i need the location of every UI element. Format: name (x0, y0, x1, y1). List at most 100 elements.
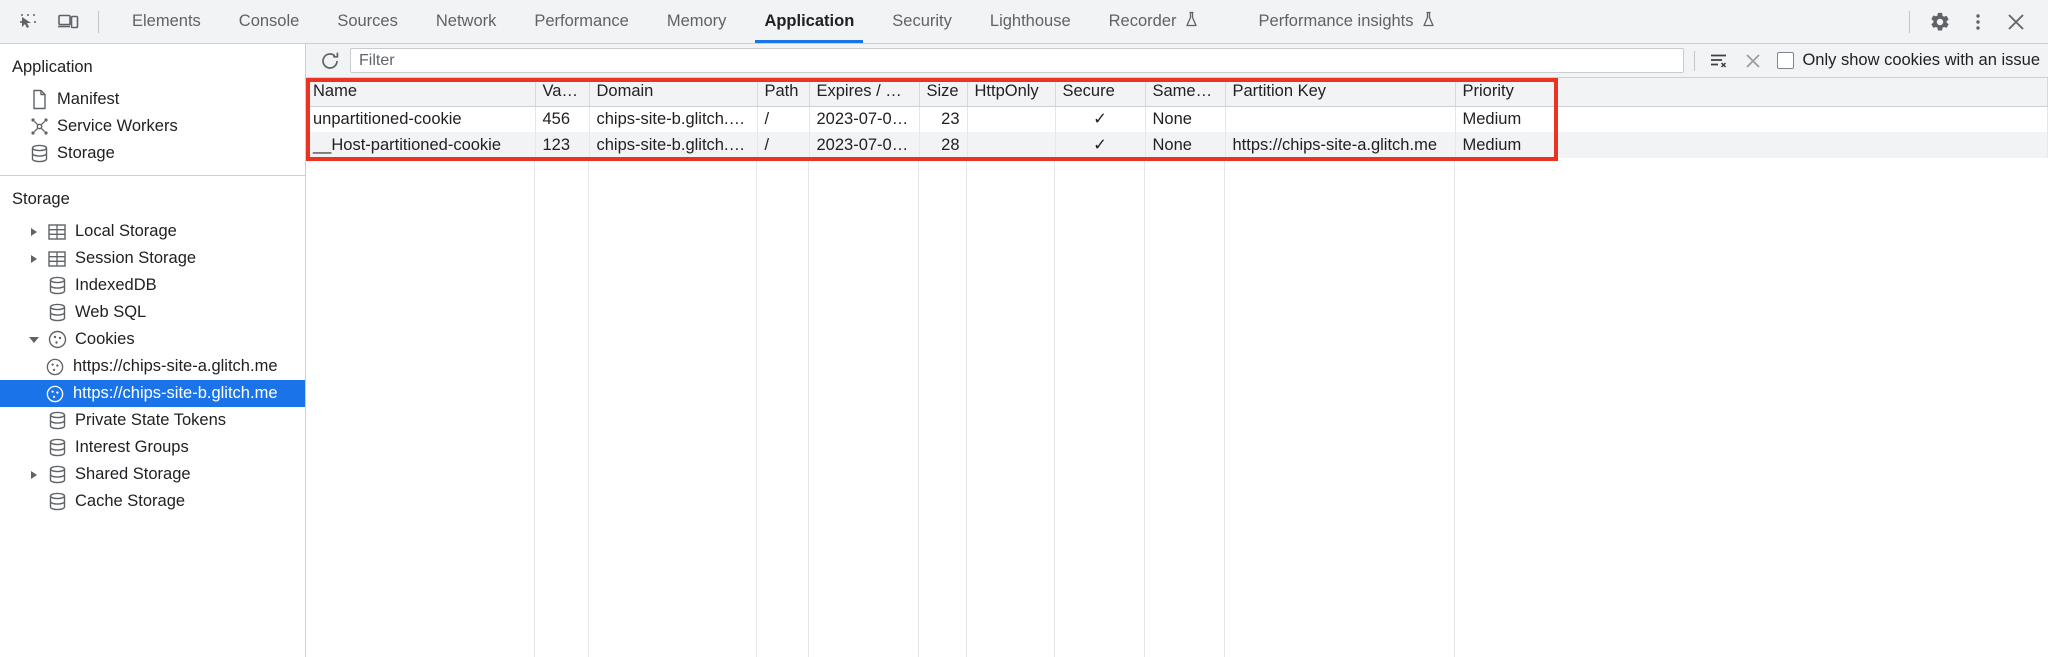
sidebar-item-cookies-chips-site-a[interactable]: https://chips-site-a.glitch.me (0, 353, 305, 380)
table-row[interactable]: unpartitioned-cookie 456 chips-site-b.gl… (306, 106, 2048, 132)
tab-performance-insights[interactable]: Performance insights (1240, 0, 1455, 43)
database-icon (26, 143, 52, 164)
only-show-issues-label: Only show cookies with an issue (1802, 51, 2040, 69)
filter-input[interactable] (350, 48, 1685, 73)
cookies-panel: Only show cookies with an issue Name Val… (306, 44, 2048, 657)
application-section: Application Manifest (0, 44, 305, 175)
column-header-expires[interactable]: Expires / M... (809, 78, 920, 107)
service-workers-icon (26, 116, 52, 137)
tab-label: Recorder (1108, 12, 1177, 30)
kebab-menu-icon[interactable] (1960, 5, 1996, 39)
column-header-partition-key[interactable]: Partition Key (1225, 78, 1456, 107)
table-empty-column (919, 158, 967, 657)
column-header-size[interactable]: Size (919, 78, 968, 107)
cookies-filter-toolbar: Only show cookies with an issue (306, 44, 2048, 78)
sidebar-item-label: Private State Tokens (75, 411, 227, 429)
sidebar-item-label: https://chips-site-b.glitch.me (73, 384, 278, 402)
application-sidebar: Application Manifest (0, 44, 306, 657)
chevron-right-icon[interactable] (26, 227, 42, 236)
sidebar-item-interest-groups[interactable]: Interest Groups (0, 434, 305, 461)
tab-label: Sources (337, 12, 398, 30)
sidebar-item-private-state-tokens[interactable]: Private State Tokens (0, 407, 305, 434)
table-empty-area (306, 158, 2048, 657)
table-empty-column (1225, 158, 1455, 657)
close-icon[interactable] (1998, 5, 2034, 39)
tab-security[interactable]: Security (873, 0, 971, 43)
cell-secure: ✓ (1055, 106, 1146, 132)
tab-lighthouse[interactable]: Lighthouse (971, 0, 1090, 43)
table-row[interactable]: __Host-partitioned-cookie 123 chips-site… (306, 132, 2048, 158)
column-header-path[interactable]: Path (757, 78, 810, 107)
clear-all-cookies-icon[interactable] (1739, 48, 1767, 74)
cookie-icon (42, 357, 68, 377)
column-header-secure[interactable]: Secure (1055, 78, 1146, 107)
sidebar-item-cache-storage[interactable]: Cache Storage (0, 488, 305, 515)
cell-value: 123 (535, 132, 590, 158)
column-header-samesite[interactable]: SameSite (1145, 78, 1226, 107)
column-header-domain[interactable]: Domain (589, 78, 758, 107)
device-toolbar-icon[interactable] (50, 5, 86, 39)
column-header-priority[interactable]: Priority (1455, 78, 2048, 107)
tab-label: Performance insights (1258, 12, 1414, 30)
cell-domain: chips-site-b.glitch.me (589, 132, 758, 158)
tab-application[interactable]: Application (745, 0, 873, 43)
only-show-issues-checkbox-group[interactable]: Only show cookies with an issue (1773, 51, 2040, 70)
sidebar-item-cookies-chips-site-b[interactable]: https://chips-site-b.glitch.me (0, 380, 305, 407)
sidebar-item-session-storage[interactable]: Session Storage (0, 245, 305, 272)
column-header-httponly[interactable]: HttpOnly (967, 78, 1056, 107)
sidebar-item-indexeddb[interactable]: IndexedDB (0, 272, 305, 299)
application-section-title: Application (12, 58, 93, 76)
refresh-icon[interactable] (316, 48, 344, 74)
tab-network[interactable]: Network (417, 0, 516, 43)
tab-console[interactable]: Console (220, 0, 319, 43)
tab-label: Security (892, 12, 952, 30)
tab-memory[interactable]: Memory (648, 0, 746, 43)
tab-label: Elements (132, 12, 201, 30)
inspect-element-icon[interactable] (10, 5, 46, 39)
tab-recorder[interactable]: Recorder (1090, 0, 1218, 43)
database-icon (44, 491, 70, 512)
chevron-down-icon[interactable] (26, 336, 42, 343)
devtools-body: Application Manifest (0, 44, 2048, 657)
clear-filtered-cookies-icon[interactable] (1705, 48, 1733, 74)
manifest-file-icon (26, 89, 52, 110)
chevron-right-icon[interactable] (26, 254, 42, 263)
sidebar-item-manifest[interactable]: Manifest (0, 86, 305, 113)
tab-label: Memory (666, 12, 727, 30)
sidebar-item-label: Session Storage (75, 249, 197, 267)
sidebar-item-label: Shared Storage (75, 465, 191, 483)
table-empty-column (757, 158, 809, 657)
tab-elements[interactable]: Elements (113, 0, 220, 43)
table-icon (44, 249, 70, 269)
cell-size: 23 (919, 106, 968, 132)
cell-value: 456 (535, 106, 590, 132)
table-empty-column (589, 158, 757, 657)
database-icon (44, 464, 70, 485)
chevron-right-icon[interactable] (26, 470, 42, 479)
column-header-name[interactable]: Name (306, 78, 536, 107)
column-header-value[interactable]: Value (535, 78, 590, 107)
sidebar-item-label: Cache Storage (75, 492, 186, 510)
only-show-issues-checkbox[interactable] (1777, 52, 1795, 69)
sidebar-item-local-storage[interactable]: Local Storage (0, 218, 305, 245)
sidebar-item-cookies[interactable]: Cookies (0, 326, 305, 353)
tab-label: Network (435, 12, 497, 30)
tab-performance[interactable]: Performance (515, 0, 647, 43)
sidebar-item-label: https://chips-site-a.glitch.me (73, 357, 278, 375)
table-empty-column (1145, 158, 1225, 657)
toolbar-right-controls (1905, 0, 2048, 43)
sidebar-item-storage[interactable]: Storage (0, 140, 305, 167)
sidebar-item-shared-storage[interactable]: Shared Storage (0, 461, 305, 488)
cell-domain: chips-site-b.glitch.me (589, 106, 758, 132)
sidebar-item-service-workers[interactable]: Service Workers (0, 113, 305, 140)
cell-path: / (757, 132, 810, 158)
gear-icon[interactable] (1922, 5, 1958, 39)
tab-label: Application (764, 12, 855, 30)
cell-priority: Medium (1455, 106, 2048, 132)
sidebar-item-web-sql[interactable]: Web SQL (0, 299, 305, 326)
cookie-icon (44, 329, 70, 350)
tab-sources[interactable]: Sources (318, 0, 417, 43)
database-icon (44, 410, 70, 431)
toolbar-divider (1909, 10, 1910, 33)
